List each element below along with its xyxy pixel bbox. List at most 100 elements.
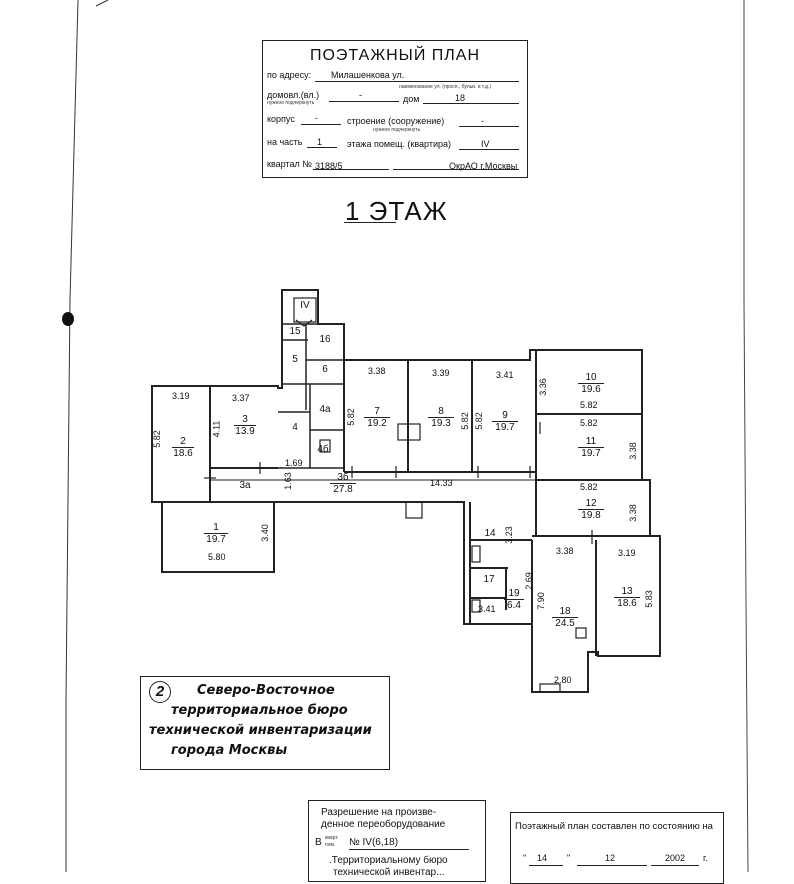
chast-label: на часть [267,137,303,147]
quote-mark: " [523,853,527,863]
domovl-line [329,101,399,102]
domovl-hint: нужное подчеркнуть [267,100,315,106]
floor-title-underline [344,222,396,223]
dim-label: 5.82 [580,418,598,428]
state-box: Поэтажный план составлен по состоянию на… [510,812,724,884]
dim-label: 14.33 [430,478,453,488]
state-suffix: г. [703,853,708,863]
domovl-label: домовл.(вл.) [267,90,320,100]
bti-line-2: территориальное бюро [171,703,348,718]
room-14: 14 [484,528,496,539]
room-4: 4 [292,422,298,433]
address-line [315,81,519,82]
permission-number-line [349,849,469,850]
kvart-hint: кварт. [325,835,339,841]
bureau-value: ОкрАО г.Москвы [449,161,518,171]
permission-line-4: .Территориальному бюро [329,855,448,866]
room-6: 6 [322,364,328,375]
stroenie-label: строение (сооружение) [347,116,445,126]
title-stamp: ПОЭТАЖНЫЙ ПЛАН по адресу: Милашенкова ул… [262,40,528,178]
bti-line-3: технической инвентаризации [149,723,372,738]
state-year: 2002 [665,853,686,863]
stroenie-line [459,126,519,127]
permission-number: № IV(6,18) [349,837,399,848]
dim-label: 3.38 [627,442,638,460]
year-line [651,865,699,866]
dom-label: дом [403,94,420,104]
dom-line [423,103,519,104]
dom-value: 18 [455,93,466,103]
room-5: 5 [292,354,298,365]
dim-label: 3.41 [478,604,496,614]
dim-label: 7.90 [535,592,546,610]
stamp-title: ПОЭТАЖНЫЙ ПЛАН [309,47,481,64]
bti-number: 2 [149,681,171,703]
bti-stamp: 2 Северо-Восточное территориальное бюро … [140,676,390,770]
room-16: 16 [319,334,331,345]
bti-line-1: Северо-Восточное [197,683,335,698]
korpus-line [301,124,341,125]
etazh-line [459,149,519,150]
room-4b: 4б [317,444,329,455]
dim-label: 3.38 [556,546,574,556]
stroenie-hint: нужное подчеркнуть [373,127,421,133]
kvartal-line [313,169,389,170]
pom-hint: пом. [325,842,336,848]
chast-line [307,147,337,148]
kvartal-value: 3188/5 [315,161,343,171]
dim-label: 2.69 [523,572,534,590]
room-IV: IV [300,300,310,311]
day-line [529,865,563,866]
dim-label: 3.36 [537,378,548,396]
dim-label: 5.82 [580,482,598,492]
permission-line-1: Разрешение на произве- [321,807,437,818]
binding-hole [62,312,74,326]
dim-label: 3.41 [496,370,514,380]
dim-label: 3.38 [368,366,386,376]
domovl-value: - [359,90,362,100]
dim-label: 5.82 [473,412,484,430]
quote-mark: " [567,853,571,863]
state-day: 14 [537,853,548,863]
korpus-value: - [315,113,318,123]
permission-prefix: В [315,837,322,848]
address-value: Милашенкова ул. [331,70,405,80]
dim-label: 1.69 [285,458,303,468]
bti-line-4: города Москвы [171,743,288,758]
state-month: 12 [605,853,616,863]
dim-label: 5.82 [151,430,162,448]
room-15: 15 [289,326,301,337]
dim-label: 3.38 [627,504,638,522]
room-4a: 4а [319,404,331,415]
month-line [577,865,647,866]
dim-label: 3.37 [232,393,250,403]
korpus-label: корпус [267,114,295,124]
permission-line-5: технической инвентар... [333,867,445,878]
dim-label: 5.82 [580,400,598,410]
kvartal-label: квартал № [267,159,312,169]
dim-label: 2.80 [554,675,572,685]
state-text: Поэтажный план составлен по состоянию на [515,821,713,832]
room-3a: 3а [239,480,251,491]
dim-label: 1.63 [282,472,293,490]
dim-label: 5.82 [345,408,356,426]
dim-label: 5.80 [208,552,226,562]
dim-label: 4.11 [211,420,222,438]
dim-label: 3.19 [618,548,636,558]
floor-title: 1 ЭТАЖ [345,196,448,226]
chast-value: 1 [317,137,323,147]
permission-line-2: денное переоборудование [321,819,446,830]
room-17: 17 [483,574,495,585]
